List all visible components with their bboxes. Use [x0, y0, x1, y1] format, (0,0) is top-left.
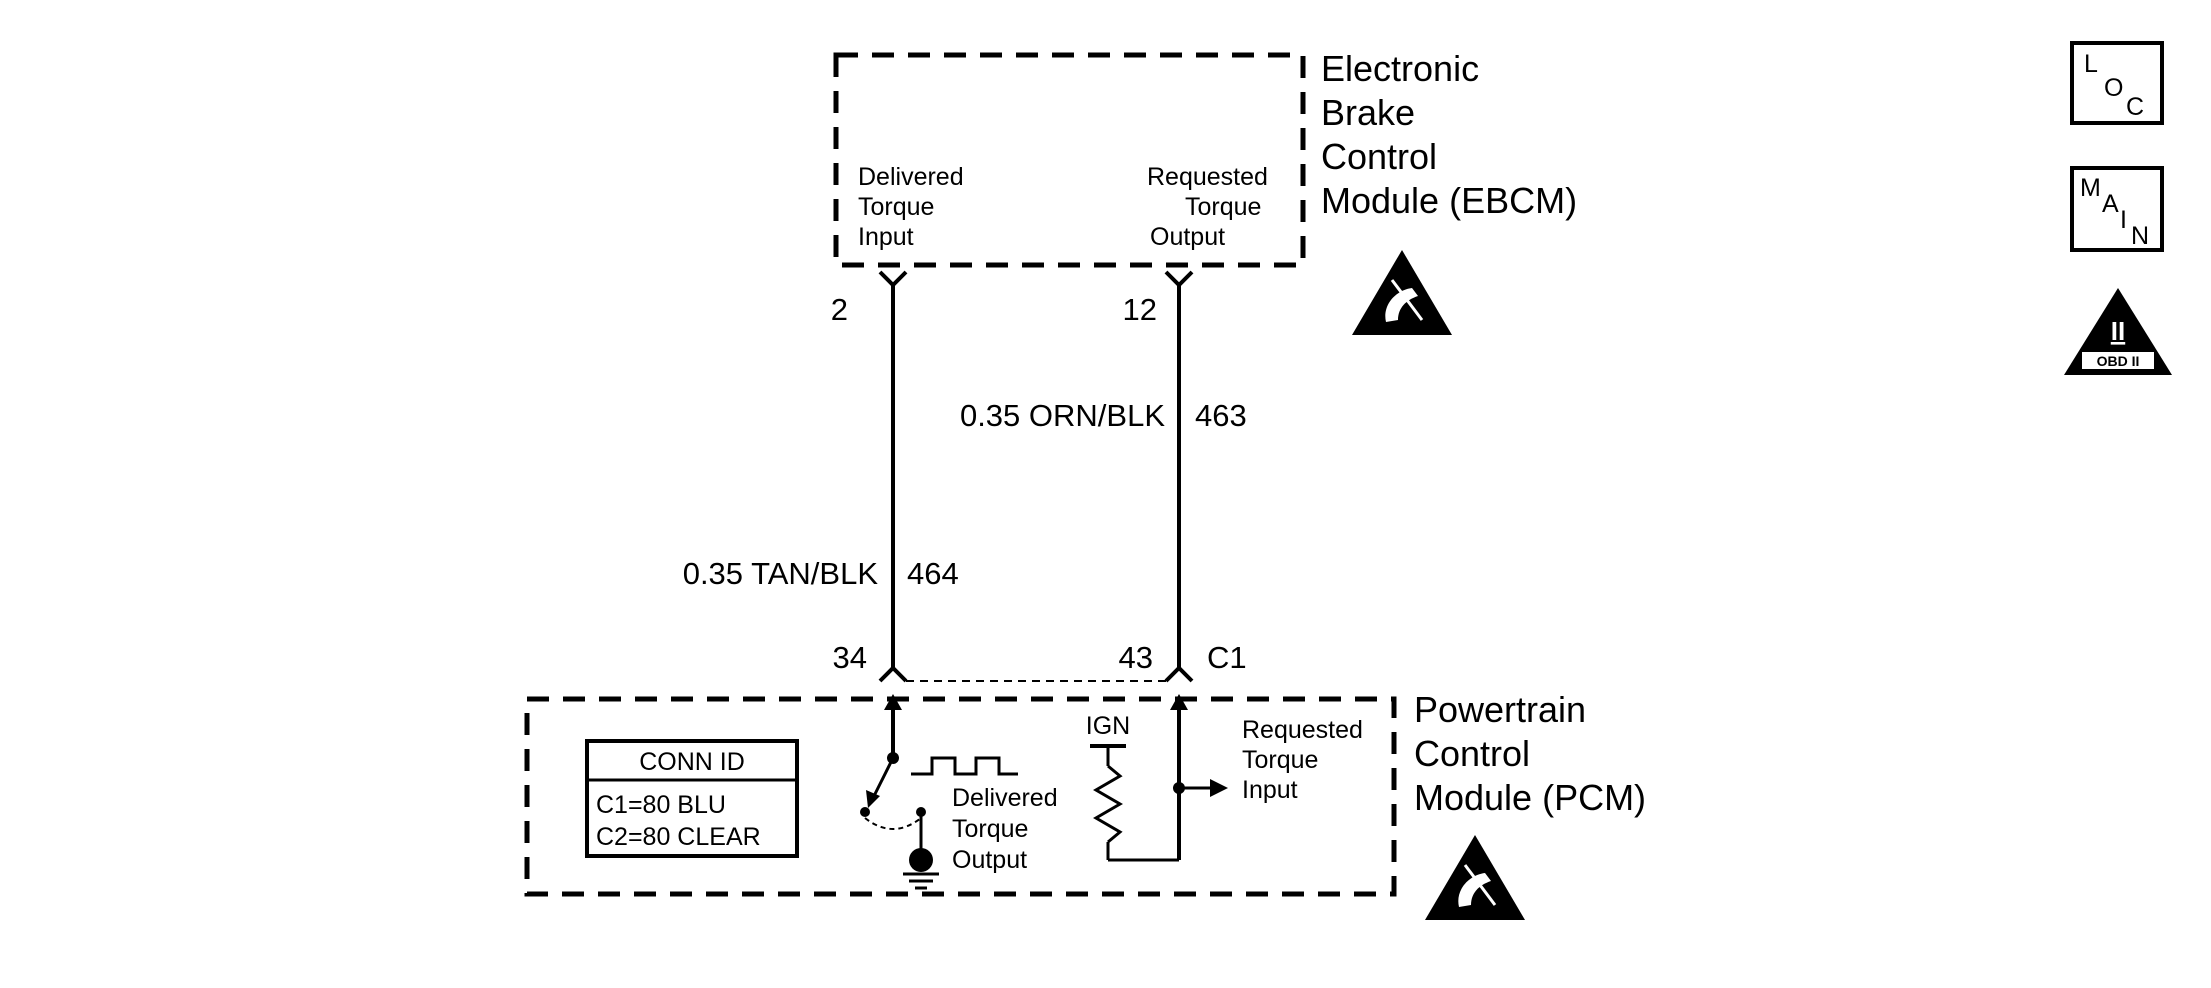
switch-icon [870, 757, 895, 801]
svg-text:N: N [2131, 222, 2149, 250]
obd-ii-icon[interactable]: II OBD II [2064, 288, 2172, 375]
svg-text:O: O [2104, 74, 2123, 102]
ebcm-module: Delivered Torque Input Requested Torque … [833, 48, 1577, 268]
pcm-module: CONN ID C1=80 BLU C2=80 CLEAR Delivered … [524, 689, 1646, 897]
ebcm-right-pin-label: Requested Torque Output [1147, 163, 1275, 251]
circuit-463: 463 [1195, 398, 1247, 433]
ebcm-box [833, 52, 1306, 268]
conn-id-row: C2=80 CLEAR [596, 823, 761, 851]
esd-warning-icon [1425, 835, 1525, 920]
svg-text:I: I [2120, 206, 2127, 234]
loc-icon[interactable]: L O C [2070, 41, 2164, 125]
conn-id-title: CONN ID [639, 748, 745, 776]
svg-text:A: A [2102, 190, 2119, 218]
pcm-pin-34: 34 [833, 640, 867, 675]
terminal-female-icon [1164, 270, 1194, 288]
pcm-box [524, 696, 1397, 897]
delivered-torque-circuit: Delivered Torque Output [860, 694, 1065, 890]
esd-warning-icon [1352, 250, 1452, 335]
ebcm-left-pin-label: Delivered Torque Input [858, 163, 971, 251]
pcm-pin-43: 43 [1119, 640, 1153, 675]
conn-id-row: C1=80 BLU [596, 791, 726, 819]
resistor-icon [1093, 764, 1123, 844]
terminal-female-icon [878, 270, 908, 288]
requested-torque-circuit: IGN Requested Torque Input [1086, 694, 1370, 862]
main-icon[interactable]: M A I N [2070, 166, 2164, 252]
delivered-torque-output-label: Delivered Torque Output [952, 784, 1065, 874]
right-wire [1164, 270, 1194, 683]
ign-label: IGN [1086, 712, 1130, 740]
terminal-female-icon [878, 665, 908, 683]
wire-spec-orn-blk: 0.35 ORN/BLK [960, 398, 1165, 433]
svg-text:C: C [2126, 93, 2144, 121]
left-wire [878, 270, 908, 683]
ebcm-pin-12: 12 [1123, 292, 1157, 327]
connector-c1: C1 [1207, 640, 1247, 675]
conn-id-table: CONN ID C1=80 BLU C2=80 CLEAR [585, 739, 799, 858]
square-wave-icon [911, 756, 1018, 776]
arrow-up-icon [884, 694, 902, 710]
wire-spec-tan-blk: 0.35 TAN/BLK [683, 556, 879, 591]
svg-text:M: M [2080, 174, 2101, 202]
circuit-464: 464 [907, 556, 959, 591]
ebcm-pin-2: 2 [831, 292, 848, 327]
terminal-female-icon [1164, 665, 1194, 683]
requested-torque-input-label: Requested Torque Input [1242, 716, 1370, 804]
svg-text:II: II [2111, 316, 2125, 346]
ground-icon [909, 848, 933, 872]
pcm-name: Powertrain Control Module (PCM) [1414, 689, 1646, 818]
svg-text:OBD II: OBD II [2097, 353, 2140, 369]
ebcm-name: Electronic Brake Control Module (EBCM) [1321, 48, 1577, 221]
arrow-right-icon [1210, 779, 1228, 797]
svg-text:L: L [2084, 50, 2098, 78]
